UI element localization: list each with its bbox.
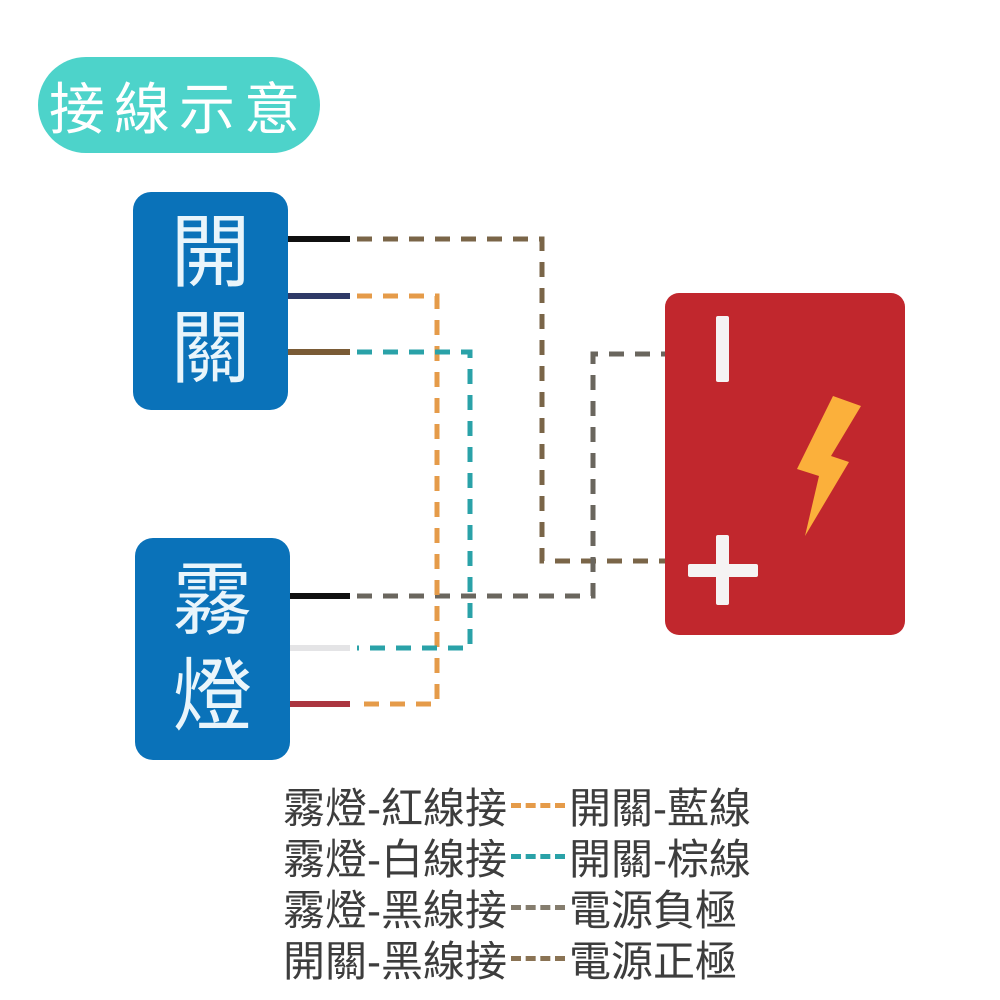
legend: 霧燈-紅線接 開關-藍線 霧燈-白線接 開關-棕線 霧燈-黑線接 電源負極 開關… [283,780,751,985]
legend-left-text: 霧燈-紅線接 [283,785,507,832]
lightning-bolt-icon [797,396,861,536]
legend-row-red-to-blue: 霧燈-紅線接 開關-藍線 [283,780,751,832]
legend-row-white-to-brown: 霧燈-白線接 開關-棕線 [283,831,751,883]
legend-left-text: 霧燈-白線接 [283,836,507,883]
legend-right-text: 電源正極 [569,938,738,985]
legend-left-text: 開關-黑線接 [283,938,507,985]
orange-dash-sample [511,803,565,808]
teal-dash-sample [511,854,565,859]
wire-dash-switch-blue-to-fog-red [357,293,440,707]
legend-right-text: 開關-棕線 [569,836,751,883]
title-badge: 接線示意 [38,57,320,153]
foglight-box: 霧燈 [135,538,290,760]
plus-terminal-icon [716,535,729,605]
legend-row-fogblack-to-negative: 霧燈-黑線接 電源負極 [283,882,751,934]
switch-box: 開關 [133,192,288,410]
switch-box-label: 開關 [170,208,251,393]
title-badge-label: 接線示意 [49,77,309,141]
brown-dash-sample [511,956,565,961]
wire-dash-switch-black-to-power-positive [357,236,686,564]
legend-right-text: 電源負極 [569,887,738,934]
power-box [665,293,905,635]
legend-right-text: 開關-藍線 [569,785,751,832]
lightning-bolt-shape [797,396,861,536]
wire-dash-fog-black-to-power-negative [357,351,690,599]
wire-dash-switch-brown-to-fog-white [357,349,473,651]
legend-left-text: 霧燈-黑線接 [283,887,507,934]
gray-dash-sample [511,905,565,910]
legend-row-switchblack-to-positive: 開關-黑線接 電源正極 [283,933,751,985]
foglight-box-label: 霧燈 [172,556,253,741]
minus-terminal-icon [716,316,729,382]
